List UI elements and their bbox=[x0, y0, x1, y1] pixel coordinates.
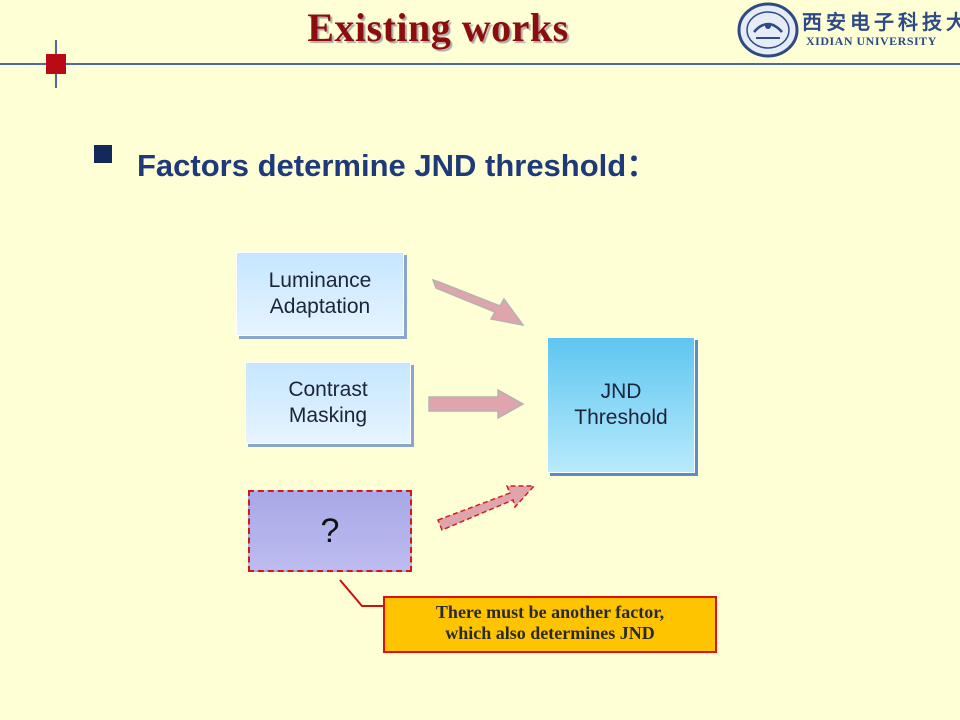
luminance-adaptation-label: Luminance Adaptation bbox=[268, 269, 372, 318]
unknown-factor-box: ? bbox=[248, 490, 412, 572]
bullet-square-icon bbox=[94, 145, 112, 163]
header-square-mark bbox=[46, 54, 66, 74]
bullet-heading: Factors determine JND threshold： bbox=[137, 148, 658, 183]
jnd-threshold-label: JND Threshold bbox=[574, 380, 668, 429]
unknown-factor-label: ? bbox=[320, 511, 340, 550]
jnd-threshold-box: JND Threshold bbox=[547, 337, 695, 473]
slide-title: Existing works bbox=[307, 5, 569, 50]
luminance-adaptation-box: Luminance Adaptation bbox=[236, 252, 404, 336]
university-name-chinese: 西安电子科技大学 bbox=[802, 10, 960, 34]
arrow-unknown-to-jnd bbox=[437, 485, 536, 531]
callout-line-2: which also determines JND bbox=[445, 623, 655, 643]
callout-leader-line bbox=[339, 579, 384, 607]
arrow-luminance-to-jnd bbox=[431, 278, 525, 327]
university-logo-icon bbox=[737, 2, 799, 58]
university-name-english: XIDIAN UNIVERSITY bbox=[806, 34, 937, 48]
header-rule bbox=[0, 63, 960, 65]
callout-note: There must be another factor, which also… bbox=[383, 596, 717, 653]
arrow-contrast-to-jnd bbox=[428, 388, 525, 420]
contrast-masking-box: Contrast Masking bbox=[245, 362, 411, 444]
contrast-masking-label: Contrast Masking bbox=[288, 378, 368, 427]
callout-line-1: There must be another factor, bbox=[435, 602, 665, 622]
